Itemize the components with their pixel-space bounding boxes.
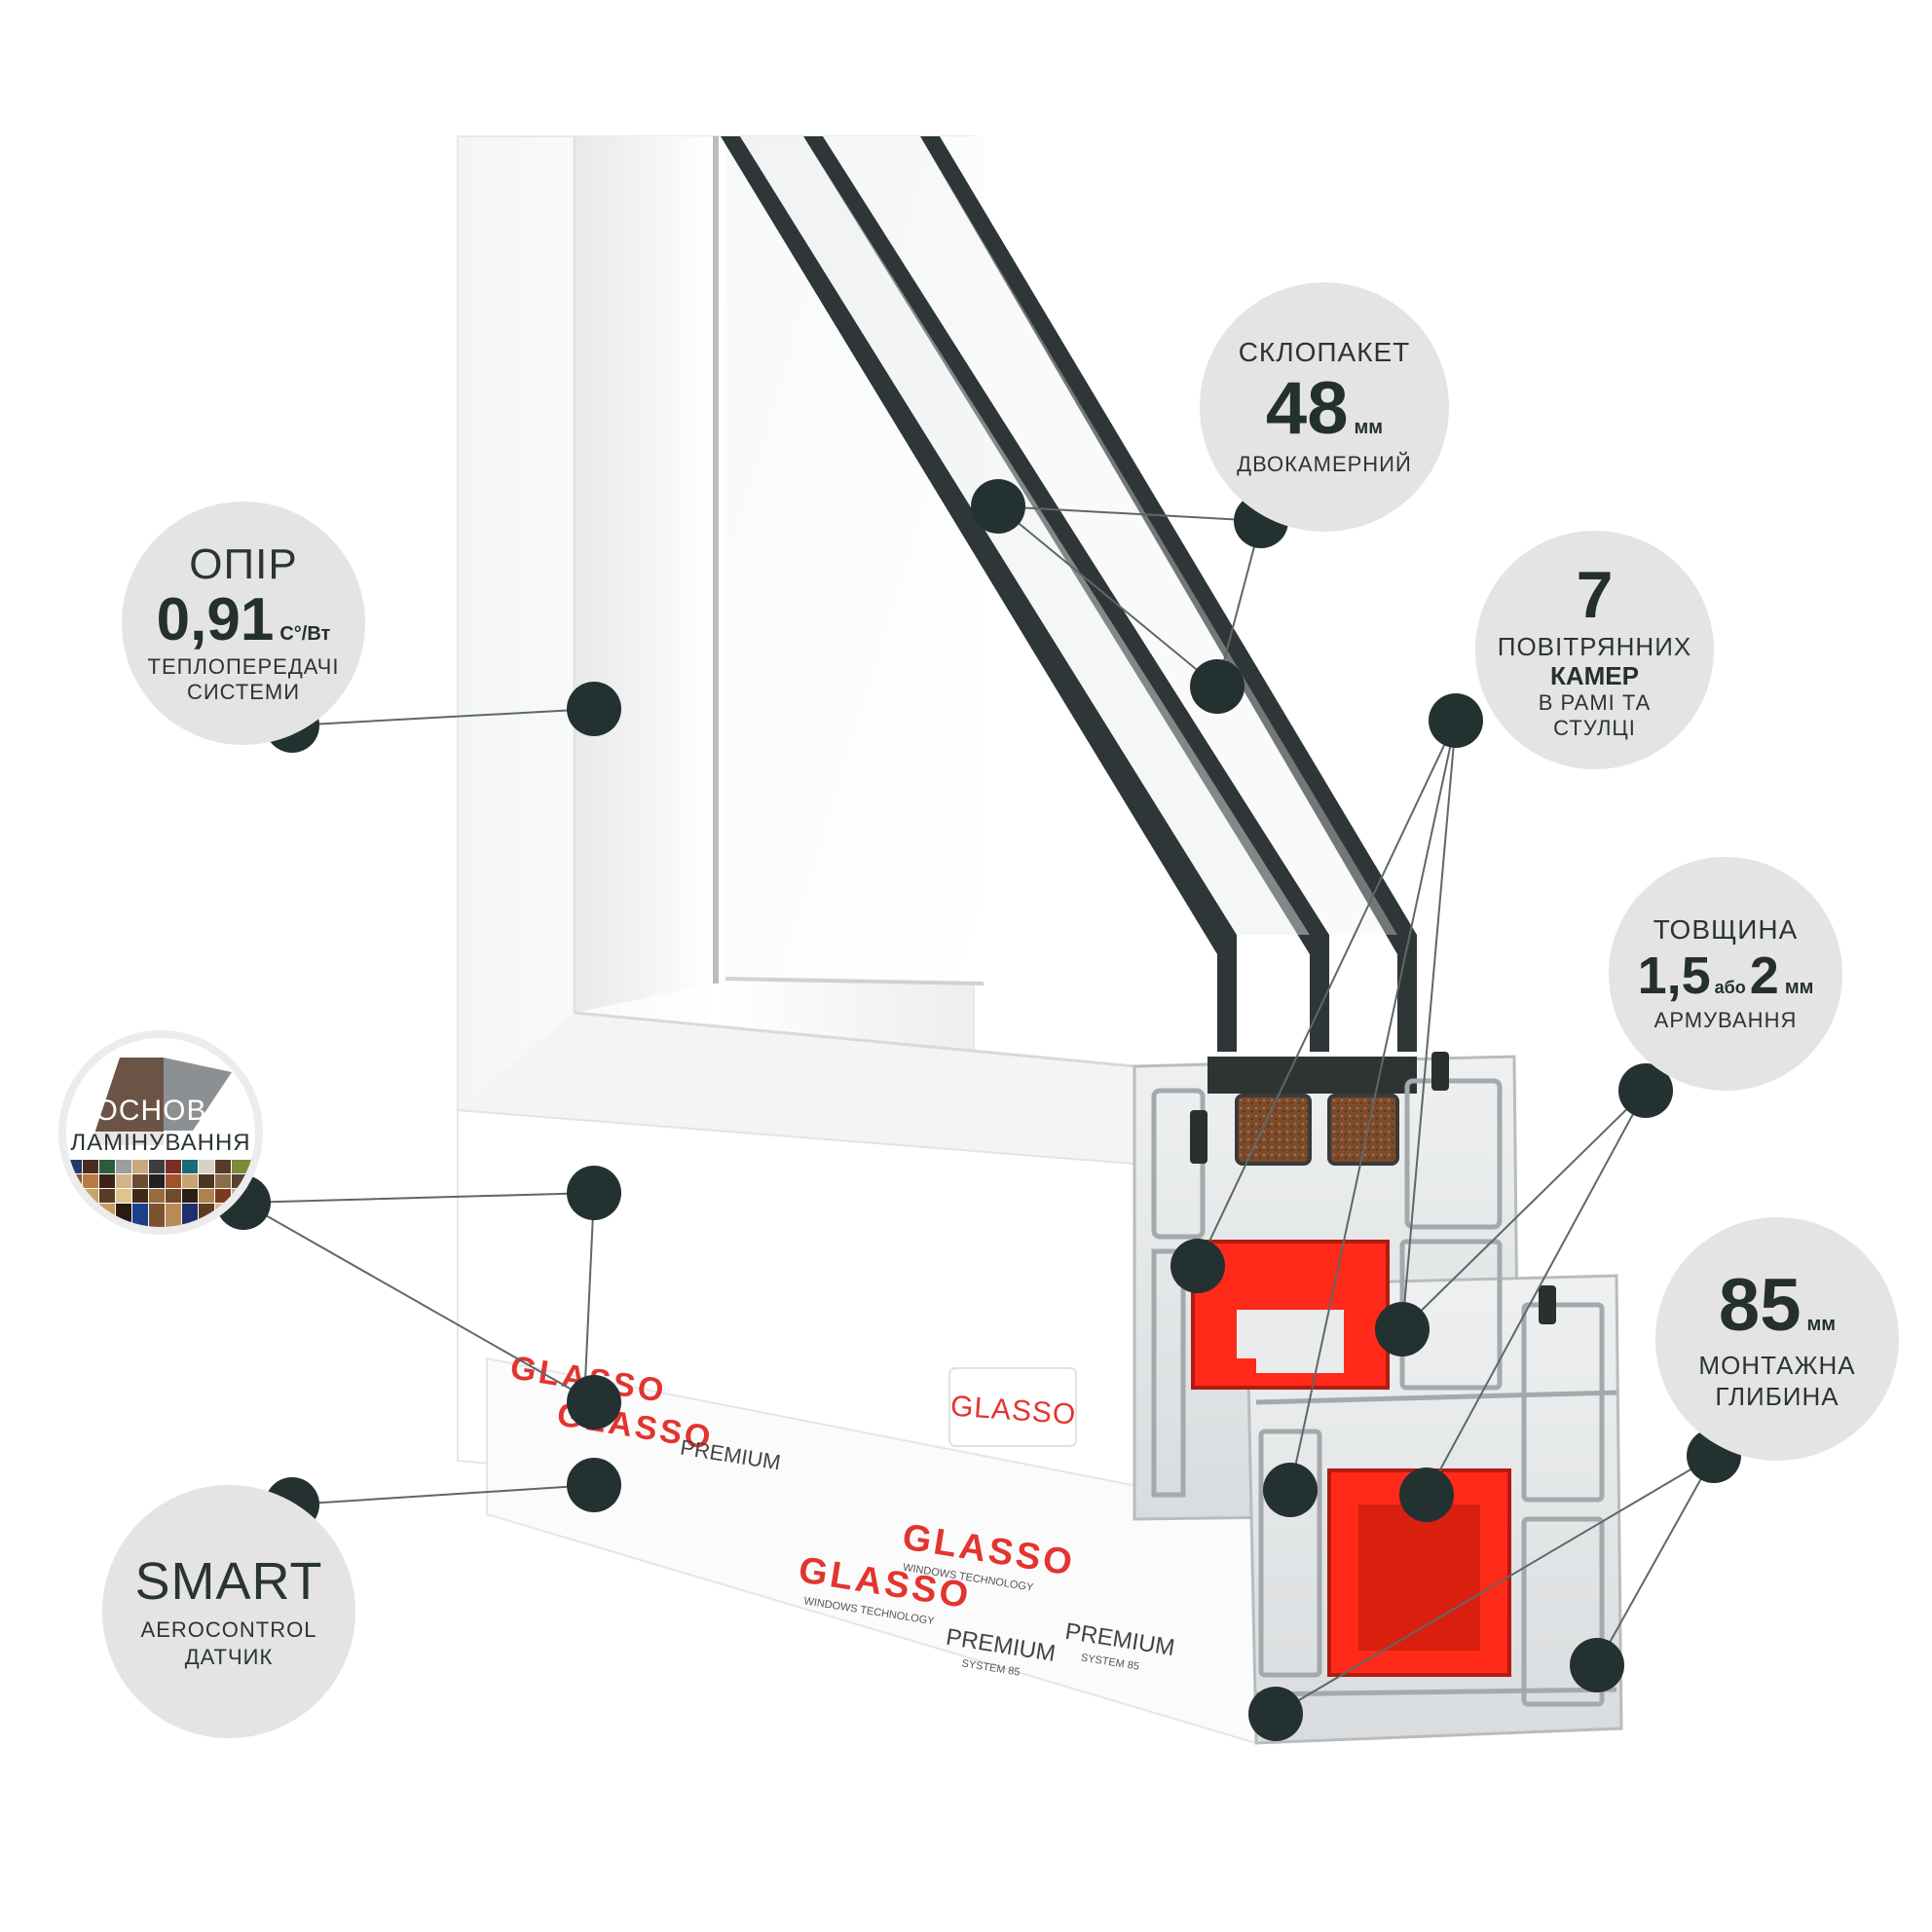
chambers-callout-line3: КАМЕР <box>1550 660 1639 690</box>
thickness-callout-value2: 2 <box>1749 947 1779 1005</box>
smart-callout-line2: AEROCONTROL <box>140 1617 317 1642</box>
glass-callout-title: СКЛОПАКЕТ <box>1238 337 1411 367</box>
depth-callout-line2: МОНТАЖНА <box>1698 1351 1856 1380</box>
reinforcement-thickness-callout: ТОВЩИНА 1,5 або 2 мм АРМУВАННЯ <box>1609 857 1842 1091</box>
smart-callout-title: SMART <box>134 1552 323 1611</box>
glass-callout-value: 48 <box>1265 367 1349 450</box>
resistance-callout-title: ОПІР <box>189 540 298 588</box>
chambers-callout-line2: ПОВІТРЯННИХ <box>1497 631 1692 661</box>
lamination-swatch-circle: ОСНОВА ЛАМІНУВАННЯ <box>66 1038 255 1227</box>
callout-dots <box>216 479 1741 1741</box>
thickness-callout-title: ТОВЩИНА <box>1653 914 1799 945</box>
air-chambers-callout: 7 ПОВІТРЯННИХ КАМЕР В РАМІ ТА СТУЛЦІ <box>1475 531 1714 769</box>
glass-callout-subtitle: ДВОКАМЕРНИЙ <box>1237 452 1412 476</box>
thermal-resistance-callout: ОПІР 0,91 С°/Вт ТЕПЛОПЕРЕДАЧІ СИСТЕМИ <box>122 502 365 745</box>
depth-callout-value: 85 <box>1718 1264 1802 1347</box>
glass-unit-callout: СКЛОПАКЕТ 48 мм ДВОКАМЕРНИЙ <box>1200 282 1449 532</box>
smart-callout-line3: ДАТЧИК <box>184 1645 274 1669</box>
glass-callout-unit: мм <box>1354 417 1384 438</box>
depth-callout-line3: ГЛИБИНА <box>1715 1382 1839 1411</box>
resistance-callout-line3: ТЕПЛОПЕРЕДАЧІ <box>147 654 340 679</box>
thickness-callout-subtitle: АРМУВАННЯ <box>1653 1008 1798 1032</box>
smart-sensor-callout: SMART AEROCONTROL ДАТЧИК <box>102 1485 355 1738</box>
chambers-callout-line5: СТУЛЦІ <box>1553 715 1636 740</box>
window-frame <box>457 135 1257 1745</box>
lamination-base-callout: ОСНОВА ЛАМІНУВАННЯ <box>58 1030 263 1235</box>
mounting-depth-callout: 85 мм МОНТАЖНА ГЛИБИНА <box>1655 1217 1899 1461</box>
lamination-callout-line1: ОСНОВА <box>94 1095 227 1127</box>
resistance-callout-line4: СИСТЕМИ <box>186 680 301 704</box>
leader-lines <box>242 505 1715 1715</box>
lamination-callout-line2: ЛАМІНУВАННЯ <box>66 1132 255 1155</box>
resistance-callout-value: 0,91 <box>156 586 275 653</box>
thickness-callout-connector: або <box>1714 978 1746 997</box>
thickness-callout-unit: мм <box>1784 977 1814 998</box>
depth-callout-unit: мм <box>1806 1314 1837 1335</box>
triple-glazing <box>721 136 1417 1052</box>
chambers-callout-value: 7 <box>1576 557 1614 632</box>
resistance-callout-unit: С°/Вт <box>279 623 331 645</box>
chambers-callout-line4: В РАМІ ТА <box>1538 689 1652 715</box>
thickness-callout-value1: 1,5 <box>1637 947 1711 1005</box>
